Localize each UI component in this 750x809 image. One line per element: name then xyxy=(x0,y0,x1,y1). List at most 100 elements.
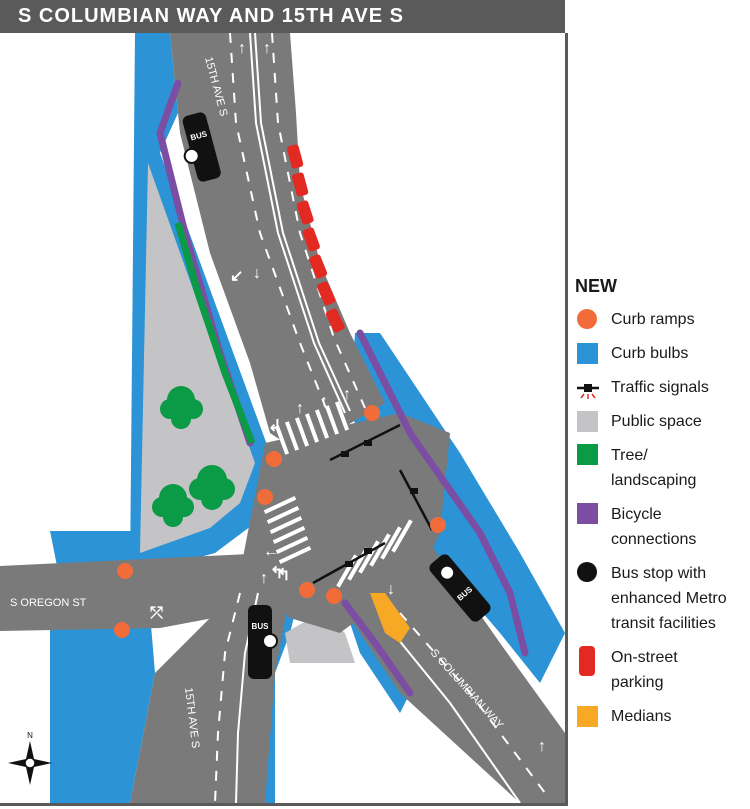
arrow-icon: ↓ xyxy=(387,581,395,598)
bus-label: BUS xyxy=(252,622,270,631)
legend-label-line2: landscaping xyxy=(611,472,697,489)
on-street-parking-layer xyxy=(287,144,345,333)
traffic-signal-icon xyxy=(577,384,599,399)
legend-label: Curb ramps xyxy=(611,311,695,328)
parking-space xyxy=(302,227,320,252)
curb-ramp xyxy=(364,405,380,421)
arrow-icon: ↑ xyxy=(238,40,246,57)
signal-head xyxy=(364,548,372,554)
legend-label: Curb bulbs xyxy=(611,345,689,362)
lane-line-center xyxy=(229,33,331,419)
arrow-icon: ↲ xyxy=(268,418,281,435)
lane-arrows: ↑ ↑ ↙ ↓ ↑ ↑ ↑ ↲ ← ↑ ⤱ ↰ ↰ ↓ ↑ xyxy=(149,40,546,755)
legend-item-curb-bulbs: Curb bulbs xyxy=(575,341,745,366)
curb-ramp xyxy=(114,622,130,638)
legend-label: Bus stop with xyxy=(611,565,707,582)
road-columbian-northeast xyxy=(400,413,450,533)
tree-3 xyxy=(152,484,194,527)
arrow-icon: ↑ xyxy=(263,40,271,57)
legend-item-curb-ramps: Curb ramps xyxy=(575,307,745,332)
public-space-southeast xyxy=(285,613,355,663)
curb-bulb-oregon-south xyxy=(50,613,155,803)
bike-lane-southeast xyxy=(341,599,414,697)
road-layer xyxy=(0,33,565,803)
legend-item-public-space: Public space xyxy=(575,409,745,434)
compass-rose-icon: N xyxy=(8,731,52,785)
signal-mast-east xyxy=(398,469,434,531)
bus-east: BUS xyxy=(429,554,491,622)
legend-label: Medians xyxy=(611,708,672,725)
legend-item-parking: On-street parking xyxy=(575,645,745,695)
arrow-icon: ↙ xyxy=(230,268,243,285)
legend-label-line2: enhanced Metro transit facilities xyxy=(611,590,727,632)
arrow-icon: ← xyxy=(263,543,279,560)
legend-label: On-street xyxy=(611,649,678,666)
curb-ramp xyxy=(117,563,133,579)
landscaping-swatch xyxy=(577,444,598,465)
legend-label: Tree/ xyxy=(611,447,648,464)
signal-head xyxy=(364,440,372,446)
parking-space xyxy=(292,172,309,197)
signal-heads xyxy=(341,440,418,567)
lane-line-solid-2 xyxy=(254,33,351,412)
lane-line-columbian-1 xyxy=(399,612,546,794)
arrow-icon: ↰ xyxy=(277,567,290,584)
lane-line-dash-2 xyxy=(271,33,366,409)
parking-space xyxy=(325,308,345,333)
arrow-icon: ↰ xyxy=(270,565,283,582)
road-columbian-southeast xyxy=(340,543,565,803)
landscaping-strip xyxy=(174,222,256,445)
median-yellow xyxy=(370,593,410,643)
legend-label-line2: connections xyxy=(611,531,697,548)
public-space-triangle xyxy=(140,163,255,553)
curb-ramp xyxy=(266,451,282,467)
arrow-icon: ↑ xyxy=(538,738,546,755)
tree-1 xyxy=(160,386,203,429)
legend-item-bicycle: Bicycle connections xyxy=(575,502,745,552)
legend-item-bus-stop: Bus stop with enhanced Metro transit fac… xyxy=(575,561,745,636)
bus-label: BUS xyxy=(189,129,208,142)
crosswalks xyxy=(263,401,413,588)
legend-item-medians: Medians xyxy=(575,704,745,729)
legend-label-line2: parking xyxy=(611,674,664,691)
crosswalk-west xyxy=(263,496,312,564)
legend-item-landscaping: Tree/ landscaping xyxy=(575,443,745,493)
public-space-layer xyxy=(140,163,355,663)
crosswalk-north xyxy=(274,401,350,455)
bus-stop-swatch xyxy=(577,562,597,582)
bicycle-swatch xyxy=(577,503,598,524)
trees-layer xyxy=(152,386,235,527)
arrow-icon: ⤱ xyxy=(149,605,163,622)
arrow-icon: ↓ xyxy=(253,265,261,282)
parking-swatch xyxy=(579,646,595,676)
parking-space xyxy=(309,254,328,279)
lane-line-south xyxy=(214,592,241,803)
curb-ramp xyxy=(299,582,315,598)
legend-item-traffic-signals: Traffic signals xyxy=(575,375,745,400)
intersection-map: BUS BUS BUS ↑ ↑ ↙ ↓ ↑ ↑ ↑ ↲ ← ↑ ⤱ ↰ ↰ ↓ … xyxy=(0,33,568,806)
parking-space xyxy=(296,200,314,225)
curb-ramp xyxy=(430,517,446,533)
curb-bulb-swatch xyxy=(577,343,598,364)
median-swatch xyxy=(577,706,598,727)
road-oregon-west xyxy=(0,553,290,631)
map-legend: NEW Curb ramps Curb bulbs Traffic signal… xyxy=(575,276,745,738)
signal-head xyxy=(345,561,353,567)
lane-line-columbian-2 xyxy=(384,622,521,803)
legend-label: Traffic signals xyxy=(611,379,709,396)
signal-head xyxy=(410,488,418,494)
arrow-icon: ↑ xyxy=(296,400,304,417)
arrow-icon: ↑ xyxy=(260,570,268,587)
legend-label: Public space xyxy=(611,413,702,430)
curb-ramp xyxy=(326,588,342,604)
bus-south: BUS xyxy=(248,605,278,679)
compass-north-label: N xyxy=(27,731,33,740)
tree-2 xyxy=(189,465,235,510)
parking-space xyxy=(317,281,336,306)
lane-markings xyxy=(214,33,546,803)
lane-line-solid-1 xyxy=(249,33,346,414)
label-oregon-st: S OREGON ST xyxy=(10,597,87,609)
signal-head xyxy=(341,451,349,457)
curb-ramp xyxy=(257,489,273,505)
legend-label: Bicycle xyxy=(611,506,662,523)
